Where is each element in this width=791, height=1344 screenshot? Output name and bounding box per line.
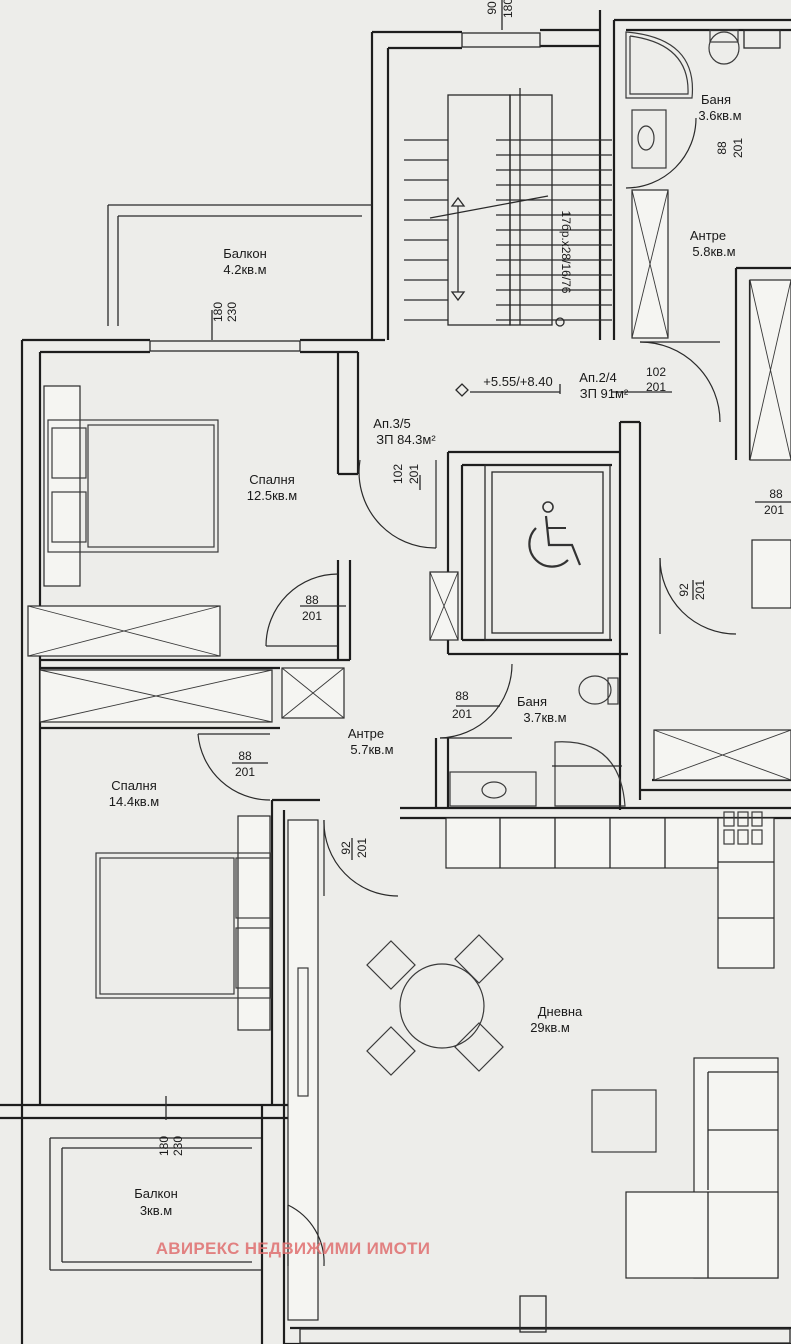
dim-1b: 230 xyxy=(225,302,239,322)
balcony-top-name: Балкон xyxy=(223,246,267,261)
hall-center-name: Антре xyxy=(348,726,384,741)
stair-spec: 17бр.х28/16/76 xyxy=(559,211,573,294)
dim-4b: 201 xyxy=(302,609,322,623)
hall-right-area: 5.8кв.м xyxy=(692,244,735,259)
staircase xyxy=(404,88,612,327)
dim-top-b: 180 xyxy=(501,0,515,18)
bath-center-area: 3.7кв.м xyxy=(523,710,566,725)
dim-9b: 201 xyxy=(355,838,369,858)
dim-10b: 201 xyxy=(731,138,745,158)
living-area: 29кв.м xyxy=(530,1020,570,1035)
agency-watermark: АВИРЕКС НЕДВИЖИМИ ИМОТИ xyxy=(156,1239,431,1258)
dim-7a: 92 xyxy=(677,583,691,597)
hall-center-area: 5.7кв.м xyxy=(350,742,393,757)
dimension-lines xyxy=(165,0,791,1120)
level-mark: +5.55/+8.40 xyxy=(483,374,552,389)
balcony-bottom-area: 3кв.м xyxy=(140,1203,172,1218)
dim-top-a: 90 xyxy=(485,1,499,15)
dimension-labels: 90 180 180 230 102 201 102 201 88 201 88… xyxy=(157,0,784,1156)
balcony-top-area: 4.2кв.м xyxy=(223,262,266,277)
bedroom-1-area: 12.5кв.м xyxy=(247,488,298,503)
dim-5b: 201 xyxy=(235,765,255,779)
kitchen-counter xyxy=(445,811,775,969)
bedroom-2-name: Спалня xyxy=(111,778,156,793)
tv-unit xyxy=(287,819,319,1321)
bath-fixtures xyxy=(449,29,740,807)
bed-1 xyxy=(43,385,219,587)
dim-2a: 102 xyxy=(646,365,666,379)
bedroom-2-area: 14.4кв.м xyxy=(109,794,160,809)
room-labels: Балкон 4.2кв.м Спалня 12.5кв.м Спалня 14… xyxy=(109,92,742,1218)
dim-6a: 88 xyxy=(455,689,469,703)
dim-1a: 180 xyxy=(211,302,225,322)
built-in-wardrobes xyxy=(27,189,791,781)
dim-4a: 88 xyxy=(305,593,319,607)
dim-5a: 88 xyxy=(238,749,252,763)
wheelchair-icon xyxy=(528,501,582,568)
dim-11b: 230 xyxy=(171,1136,185,1156)
outer-walls xyxy=(0,10,791,1344)
dim-8b: 201 xyxy=(764,503,784,517)
apartment-left-area: ЗП 84.3м² xyxy=(376,432,436,447)
balcony-bottom-name: Балкон xyxy=(134,1186,178,1201)
dim-10a: 88 xyxy=(715,141,729,155)
apartment-left-number: Ап.3/5 xyxy=(373,416,410,431)
dim-3b: 201 xyxy=(407,464,421,484)
bath-center-name: Баня xyxy=(517,694,547,709)
bed-2 xyxy=(95,815,272,1031)
dim-7b: 201 xyxy=(693,580,707,600)
bath-right-area: 3.6кв.м xyxy=(698,108,741,123)
dining-table xyxy=(366,934,504,1076)
hall-right-name: Антре xyxy=(690,228,726,243)
dim-9a: 92 xyxy=(339,841,353,855)
doors xyxy=(197,29,781,1333)
apartment-right-area: ЗП 91м² xyxy=(580,386,629,401)
bath-right-name: Баня xyxy=(701,92,731,107)
dim-2b: 201 xyxy=(646,380,666,394)
living-name: Дневна xyxy=(538,1004,583,1019)
dim-8a: 88 xyxy=(769,487,783,501)
dim-3a: 102 xyxy=(391,464,405,484)
apartment-right-number: Ап.2/4 xyxy=(579,370,616,385)
dim-11a: 180 xyxy=(157,1136,171,1156)
bedroom-1-name: Спалня xyxy=(249,472,294,487)
dim-6b: 201 xyxy=(452,707,472,721)
sofa xyxy=(591,1057,779,1279)
